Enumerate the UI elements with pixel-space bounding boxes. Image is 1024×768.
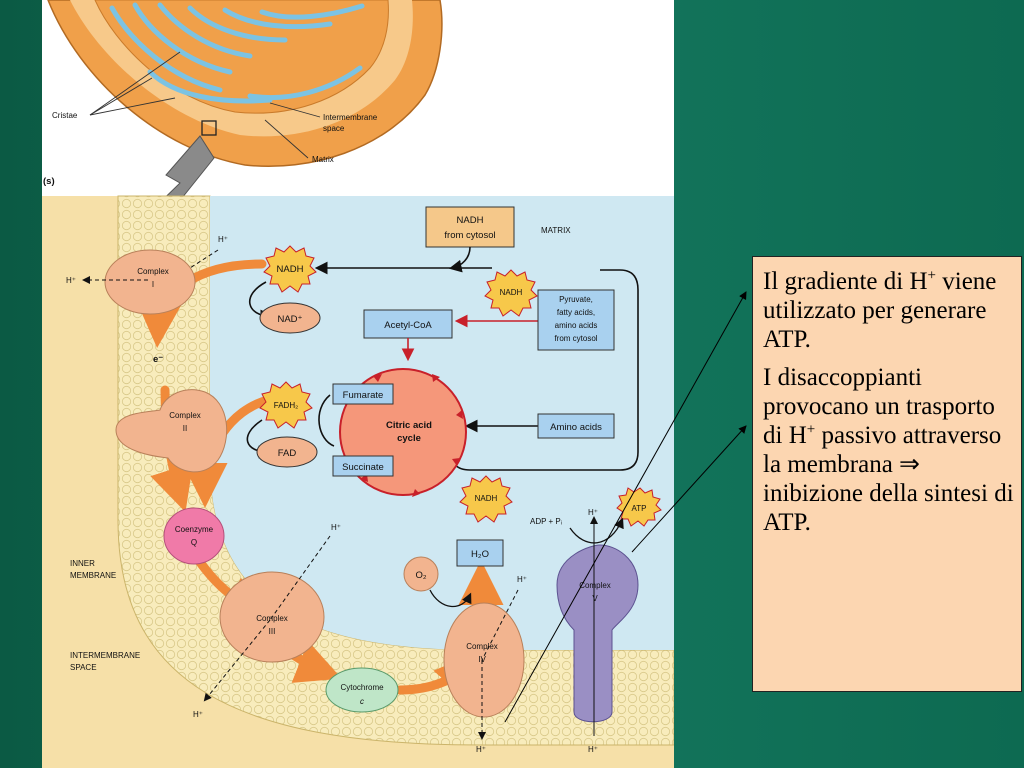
succinate-box: [332, 455, 394, 477]
zoom-box: [201, 120, 217, 136]
amino-acids-label: Amino acids: [550, 422, 602, 433]
h2o-label: H₂O: [471, 549, 489, 560]
o2-label: O₂: [415, 570, 426, 581]
h-plus-label-5: H⁺: [517, 575, 527, 584]
h-plus-label-7: H⁺: [588, 508, 598, 517]
pyruvate-label-1: Pyruvate,: [559, 295, 593, 304]
electron-transport-diagram: Cristae Intermembrane space Matrix (s) M…: [42, 0, 674, 768]
acetyl-coa-box: [363, 309, 453, 339]
nadh-burst-1: NADH: [263, 245, 317, 293]
svg-text:V: V: [592, 594, 598, 603]
mitochondrion-leader-lines: [89, 51, 321, 159]
o2-circle: [403, 556, 439, 592]
complex-1: Complex I: [104, 249, 196, 315]
fadh2-burst: FADH₂: [259, 381, 313, 429]
nadh-from-cytosol-box: [425, 206, 515, 248]
proton-arrows: [82, 249, 519, 740]
svg-text:c: c: [360, 697, 364, 706]
h2o-box: [456, 539, 504, 567]
adp-pi-label: ADP + Pᵢ: [530, 517, 562, 526]
ims-label-2: SPACE: [70, 663, 97, 672]
svg-text:Complex: Complex: [579, 581, 611, 590]
fadh2-label: FADH₂: [274, 401, 298, 410]
fumarate-box: [332, 383, 394, 405]
panel-label: (s): [43, 176, 55, 187]
ims-label-1: INTERMEMBRANE: [70, 651, 140, 660]
matrix-region-label: MATRIX: [541, 226, 571, 235]
intermembrane-label-1: Intermembrane: [323, 113, 378, 122]
fumarate-label: Fumarate: [343, 390, 384, 401]
callout-box: Il gradiente di H+ viene utilizzato per …: [752, 256, 1022, 692]
svg-text:Cytochrome: Cytochrome: [340, 683, 384, 692]
complex-4: Complex IV: [443, 602, 525, 718]
citric-cycle-label-2: cycle: [397, 433, 421, 444]
nadh-label-3: NADH: [475, 494, 498, 503]
pyruvate-label-2: fatty acids,: [557, 308, 595, 317]
svg-text:Q: Q: [191, 538, 197, 547]
svg-text:Complex: Complex: [256, 614, 288, 623]
nad-plus-oval: [259, 302, 321, 334]
h-plus-label-2: H⁺: [66, 276, 76, 285]
inner-membrane-label-2: MEMBRANE: [70, 571, 116, 580]
h-plus-label-3: H⁺: [331, 523, 341, 532]
svg-text:Complex: Complex: [137, 267, 169, 276]
mitochondrion-illustration: [47, 0, 443, 167]
nad-plus-label: NAD⁺: [277, 314, 302, 325]
h-plus-label-1: H⁺: [218, 235, 228, 244]
fad-label: FAD: [278, 448, 297, 459]
svg-text:Complex: Complex: [466, 642, 498, 651]
atp-label: ATP: [632, 504, 647, 513]
complex-2: Complex II: [115, 389, 228, 473]
svg-text:I: I: [152, 280, 154, 289]
succinate-label: Succinate: [342, 462, 384, 473]
svg-text:III: III: [269, 627, 276, 636]
pyruvate-label-3: amino acids: [555, 321, 598, 330]
coenzyme-q: Coenzyme Q: [163, 507, 225, 565]
fad-oval: [256, 436, 318, 468]
callout-paragraph-2: I disaccoppianti provocano un trasporto …: [763, 364, 1014, 536]
o2-to-h2o-arrow: [429, 589, 472, 608]
citric-cycle-label-1: Citric acid: [386, 420, 432, 431]
cycle-arrowheads: [360, 374, 463, 497]
svg-text:Coenzyme: Coenzyme: [175, 525, 214, 534]
cytochrome-c: Cytochrome c: [325, 667, 399, 713]
intermembrane-label-2: space: [323, 124, 345, 133]
svg-text:II: II: [183, 424, 187, 433]
nadh-cytosol-label-2: from cytosol: [444, 230, 495, 241]
acetyl-coa-label: Acetyl-CoA: [384, 320, 432, 331]
h-plus-label-4: H⁺: [193, 710, 203, 719]
nadh-label-2: NADH: [500, 288, 523, 297]
h-plus-label-8: H⁺: [588, 745, 598, 754]
h-plus-label-6: H⁺: [476, 745, 486, 754]
nadh-cytosol-label-1: NADH: [457, 215, 484, 226]
pyruvate-label-4: from cytosol: [554, 334, 597, 343]
cristae-label: Cristae: [52, 111, 78, 120]
nadh-label-1: NADH: [277, 264, 304, 275]
svg-text:Complex: Complex: [169, 411, 201, 420]
electron-label: e⁻: [153, 354, 163, 365]
inner-membrane-label-1: INNER: [70, 559, 95, 568]
matrix-label-top: Matrix: [312, 155, 334, 164]
callout-paragraph-1: Il gradiente di H+ viene utilizzato per …: [763, 267, 997, 353]
